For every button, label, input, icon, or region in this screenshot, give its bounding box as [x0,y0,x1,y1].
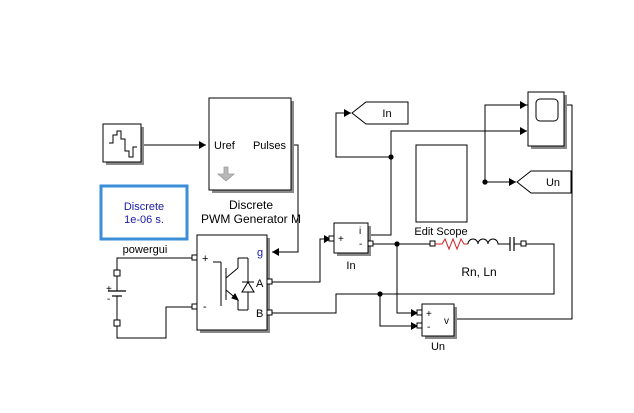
wire-return-to-igbt-b[interactable] [272,293,380,314]
staircase-waveform-icon [109,130,137,158]
goto-in-block[interactable]: In [351,101,409,125]
wire-rlc-return[interactable] [380,243,555,295]
junction-dot [388,154,394,160]
dc-plus-sign: + [106,284,112,295]
wire-node-to-voltmeter-plus[interactable] [396,244,418,314]
current-measurement-name: In [346,260,355,272]
igbt-port-g: g [257,247,263,259]
mask-arrow-icon [216,166,236,182]
port-label-uref: Uref [214,140,236,152]
dc-voltage-source[interactable]: + - [106,269,126,327]
igbt-port-a: A [256,278,264,290]
powergui-mode: Discrete [124,201,164,213]
voltage-measurement-block[interactable]: + - v [416,303,457,339]
powergui-name: powergui [123,244,168,256]
wire-voltmeter-out[interactable] [456,182,573,320]
current-port-minus: - [359,239,362,250]
junction-dot [394,241,400,247]
edit-scope-name: Edit Scope [414,226,467,238]
current-port-plus: + [338,234,344,245]
powergui-sample-time: 1e-06 s. [124,214,164,226]
pwm-generator-name-line2: PWM Generator M [201,212,301,226]
scope-block[interactable] [527,91,567,149]
wire-pulses-to-igbt[interactable] [272,144,299,253]
wire-dc-minus[interactable] [116,306,194,339]
edit-scope-block[interactable] [415,144,468,223]
dc-minus-sign: - [107,294,110,305]
rlc-branch-block[interactable] [429,237,527,251]
igbt-port-minus: - [203,301,207,313]
capacitor-icon [509,237,515,251]
igbt-port-b: B [256,308,263,320]
pwm-generator-name-line1: Discrete [229,198,273,212]
voltage-port-v: v [444,316,449,327]
wire-current-i-out[interactable] [371,157,392,236]
signal-source-block[interactable] [102,123,144,165]
wire-to-goto-in[interactable] [335,112,391,158]
pwm-generator-block[interactable]: Uref Pulses [208,97,294,193]
goto-un-tag: Un [546,177,560,189]
junction-dot [482,179,488,185]
resistor-icon [435,237,468,251]
inductor-icon [467,238,506,245]
voltage-port-plus: + [426,309,432,320]
scope-screen-icon [535,98,559,122]
port-label-pulses: Pulses [253,140,287,152]
goto-in-tag: In [382,108,391,120]
voltage-measurement-name: Un [431,341,445,353]
voltage-port-minus: - [427,322,430,333]
igbt-port-plus: + [202,253,208,265]
current-port-i: i [359,226,361,237]
junction-dot [377,291,383,297]
wire-node-to-voltmeter-minus[interactable] [379,294,418,327]
igbt-symbol-icon [213,257,255,311]
powergui-block[interactable]: Discrete 1e-06 s. [99,184,189,241]
goto-un-block[interactable]: Un [516,170,572,194]
wire-dc-plus[interactable] [116,257,194,272]
igbt-diode-block[interactable]: + - g A B [191,234,273,333]
current-measurement-block[interactable]: + - i [328,222,374,256]
wire-igbt-a-to-current[interactable] [272,238,331,283]
arrowheads [199,101,527,330]
wire-to-scope-1[interactable] [390,130,527,157]
rlc-branch-name: Rn, Ln [461,265,496,279]
